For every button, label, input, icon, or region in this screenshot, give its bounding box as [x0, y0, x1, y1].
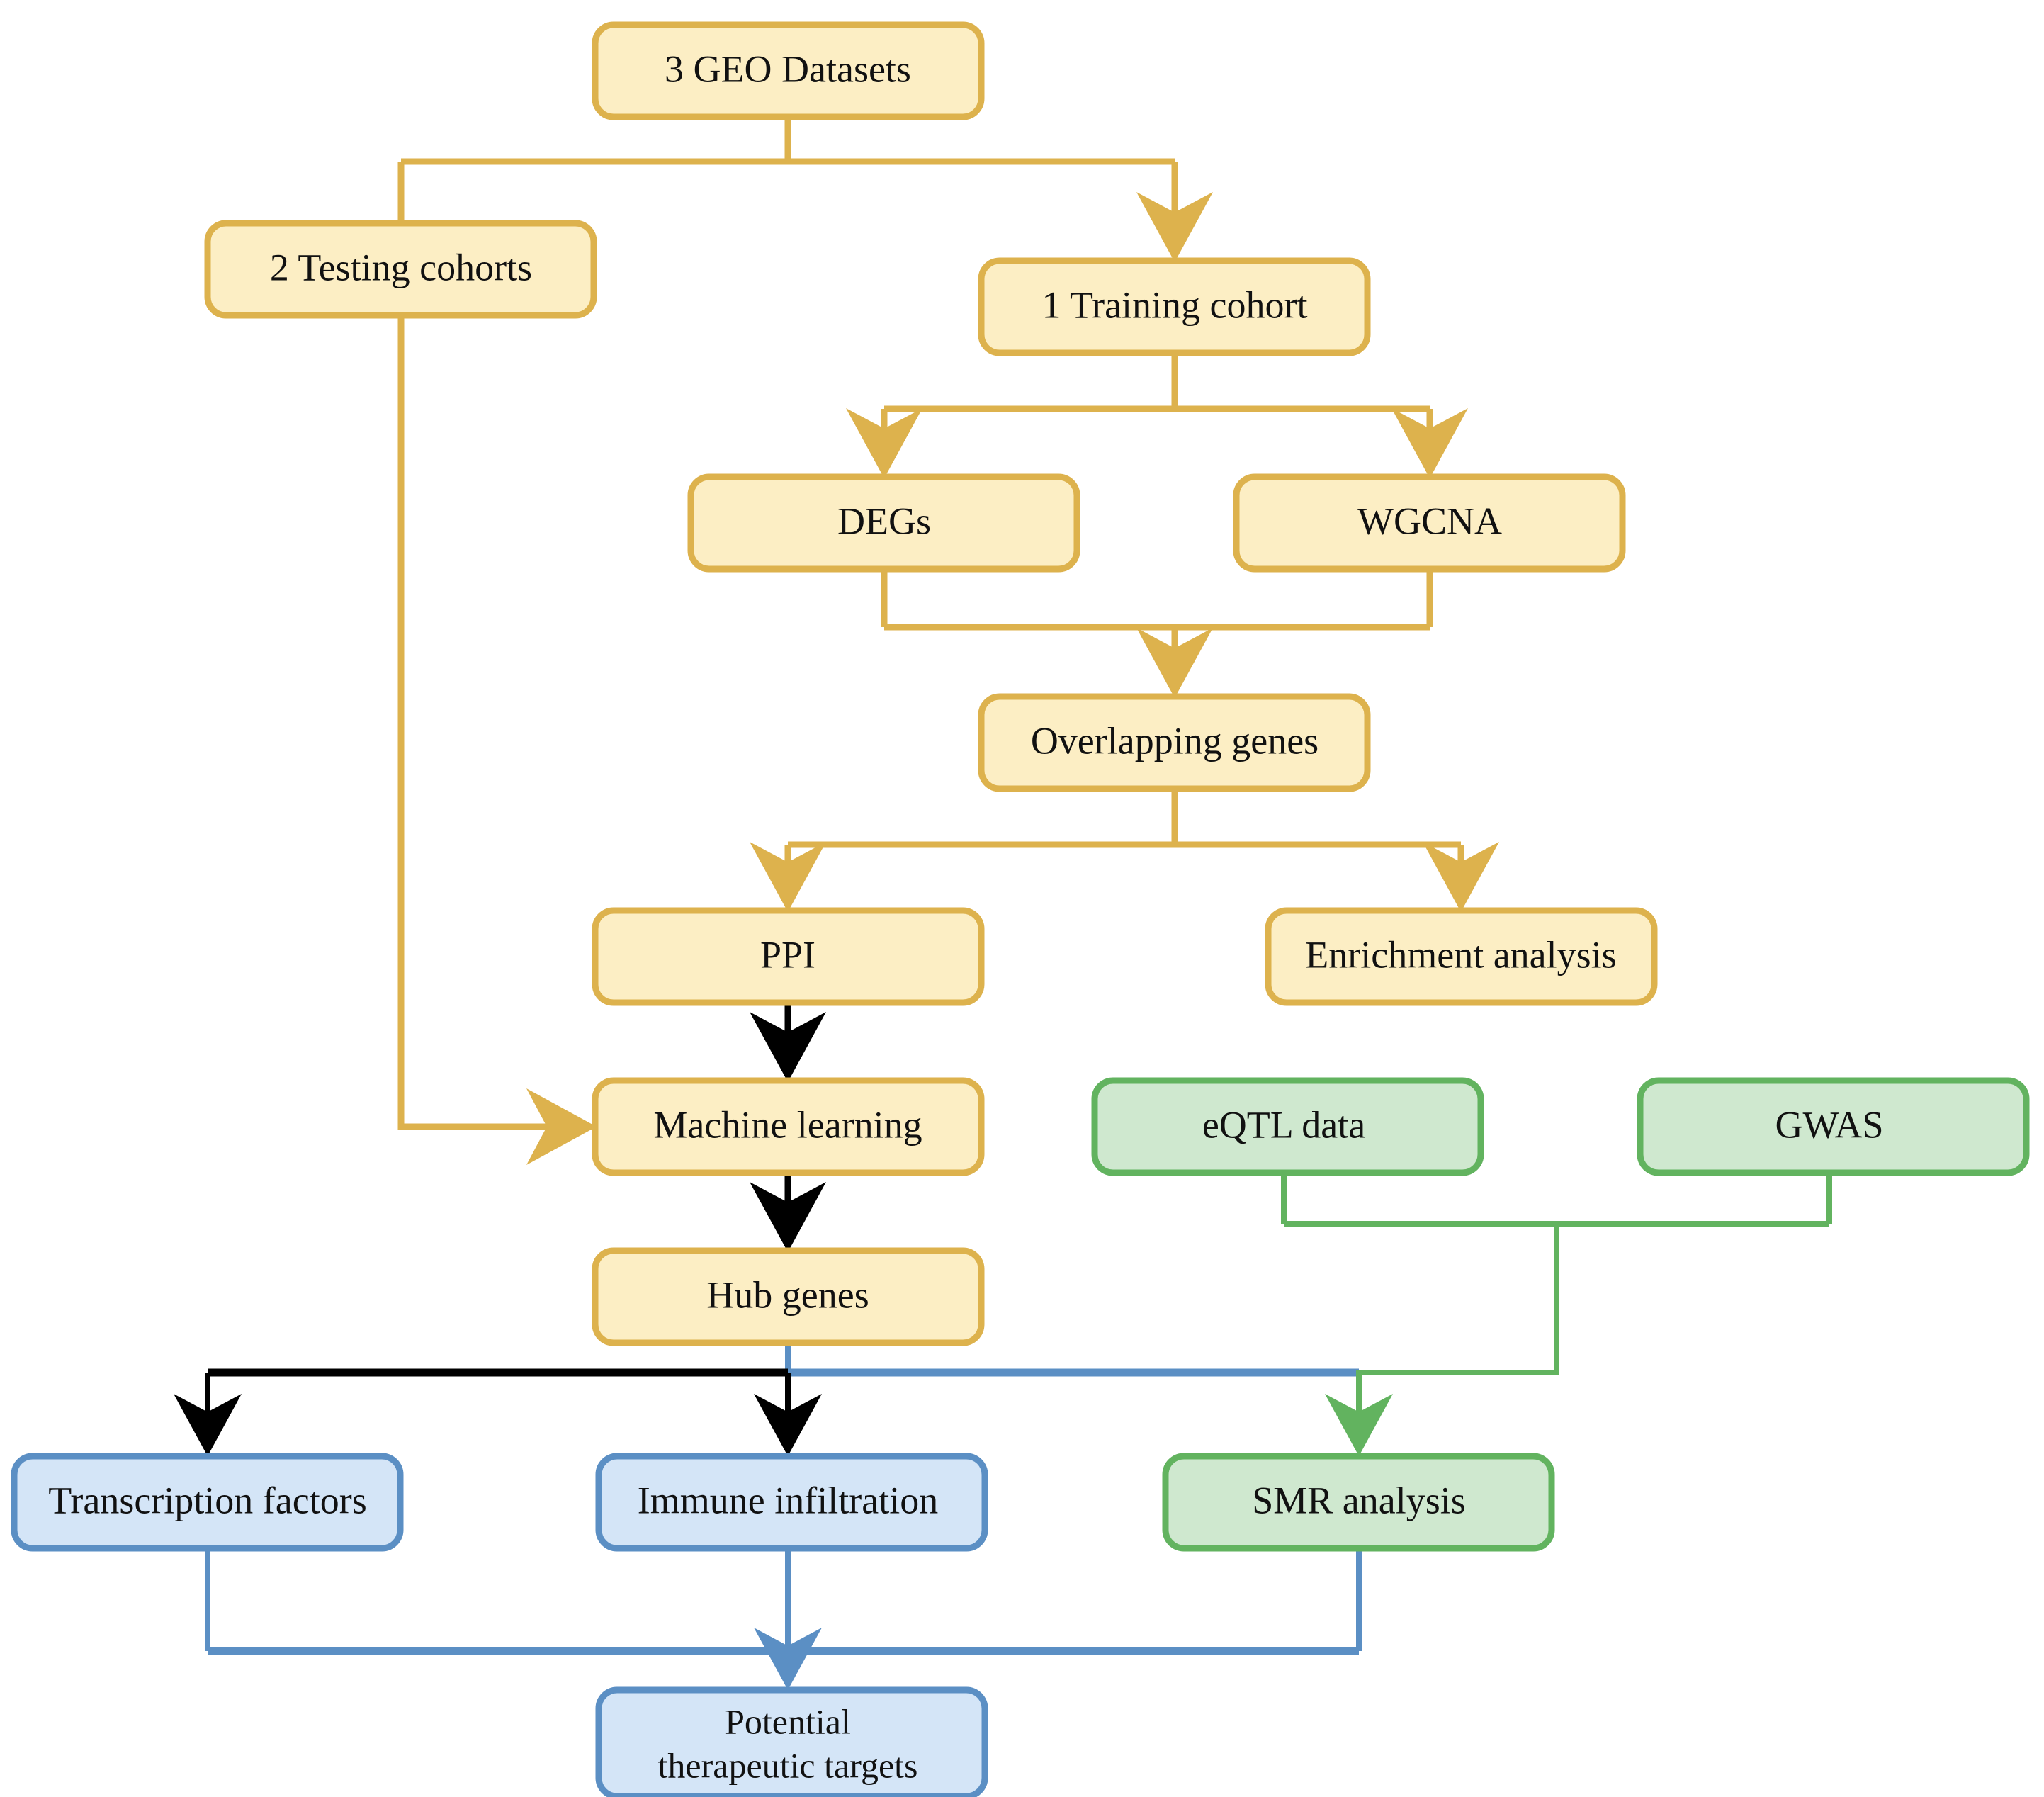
node-label: Overlapping genes	[1031, 719, 1319, 762]
node-machine-learning[interactable]: Machine learning	[592, 1077, 985, 1176]
node-label: Enrichment analysis	[1305, 933, 1616, 976]
node-gwas[interactable]: GWAS	[1637, 1077, 2030, 1176]
node-label: 2 Testing cohorts	[270, 246, 532, 288]
node-label: DEGs	[837, 500, 931, 542]
node-label: Immune infiltration	[638, 1479, 938, 1521]
edge-green-down-elbow	[1325, 1224, 1559, 1456]
node-label: SMR analysis	[1252, 1479, 1466, 1521]
node-2-testing-cohorts[interactable]: 2 Testing cohorts	[204, 220, 597, 319]
node-label: WGCNA	[1357, 500, 1502, 542]
node-3-geo-datasets[interactable]: 3 GEO Datasets	[592, 21, 985, 120]
node-eqtl-data[interactable]: eQTL data	[1091, 1077, 1484, 1176]
node-label: 3 GEO Datasets	[665, 47, 911, 90]
node-enrichment-analysis[interactable]: Enrichment analysis	[1265, 907, 1658, 1006]
edge-testing-to-machine-learning	[397, 315, 597, 1165]
node-ppi[interactable]: PPI	[592, 907, 985, 1006]
node-label-line1: Potential	[725, 1701, 851, 1741]
node-hub-genes[interactable]: Hub genes	[592, 1247, 985, 1346]
node-transcription-factors[interactable]: Transcription factors	[11, 1453, 404, 1552]
node-label: Transcription factors	[48, 1479, 366, 1521]
node-smr-analysis[interactable]: SMR analysis	[1162, 1453, 1555, 1552]
node-label: PPI	[760, 933, 815, 976]
node-degs[interactable]: DEGs	[687, 473, 1080, 573]
node-label: Machine learning	[653, 1103, 922, 1146]
node-wgcna[interactable]: WGCNA	[1233, 473, 1626, 573]
node-overlapping-genes[interactable]: Overlapping genes	[978, 693, 1371, 792]
node-potential-therapeutic-targets[interactable]: Potential therapeutic targets	[595, 1686, 988, 1797]
node-1-training-cohort[interactable]: 1 Training cohort	[978, 257, 1371, 356]
node-label: Hub genes	[706, 1273, 869, 1316]
node-immune-infiltration[interactable]: Immune infiltration	[595, 1453, 988, 1552]
node-label: GWAS	[1775, 1103, 1883, 1146]
node-label-line2: therapeutic targets	[658, 1745, 918, 1785]
node-label: eQTL data	[1202, 1103, 1365, 1146]
node-label: 1 Training cohort	[1041, 283, 1307, 326]
